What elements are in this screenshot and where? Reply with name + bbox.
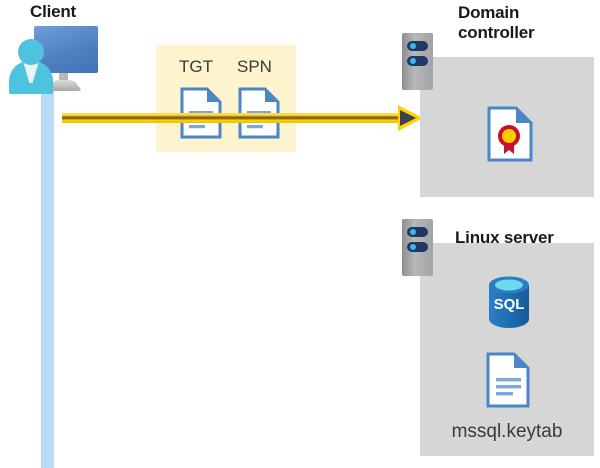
rack-led-icon [410, 244, 416, 250]
rack-slot-icon [407, 41, 428, 51]
request-arrow-head [398, 104, 424, 132]
rack-led-icon [410, 43, 416, 49]
request-arrow-line [62, 113, 406, 123]
rack-slot-icon [407, 56, 428, 66]
person-head-icon [18, 39, 44, 65]
keytab-document-icon [486, 352, 530, 408]
rack-slot-icon [407, 227, 428, 237]
sql-database-icon: SQL [486, 276, 532, 328]
certificate-icon [487, 106, 533, 162]
client-user-monitor-icon [6, 26, 98, 94]
domain-controller-server-icon [402, 33, 433, 90]
domain-controller-title: Domain controller [458, 3, 588, 43]
sql-icon-text: SQL [494, 296, 525, 313]
keytab-filename-label: mssql.keytab [451, 421, 563, 442]
domain-controller-title-line2: controller [458, 23, 535, 43]
linux-server-icon [402, 219, 433, 276]
rack-slot-icon [407, 242, 428, 252]
spn-label: SPN [237, 57, 272, 76]
tgt-label: TGT [179, 57, 213, 76]
rack-led-icon [410, 229, 416, 235]
monitor-base-icon [46, 80, 82, 91]
client-lifeline [41, 88, 54, 468]
rack-led-icon [410, 58, 416, 64]
domain-controller-title-line1: Domain [458, 3, 520, 22]
linux-server-title: Linux server [455, 228, 554, 247]
client-title: Client [30, 2, 77, 21]
monitor-neck-icon [59, 73, 68, 82]
